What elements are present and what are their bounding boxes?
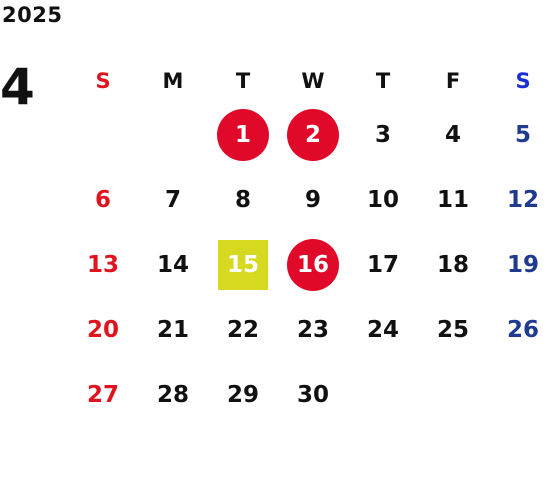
day-cell[interactable]: 23 xyxy=(278,297,348,362)
day-number: 14 xyxy=(156,251,189,278)
day-number: 16 xyxy=(296,251,329,278)
day-number: 19 xyxy=(506,251,539,278)
day-cell[interactable]: 8 xyxy=(208,167,278,232)
weekday-monday: M xyxy=(162,69,184,93)
day-number: 12 xyxy=(506,186,539,213)
day-number: 27 xyxy=(86,381,119,408)
weekday-thursday: T xyxy=(375,69,391,93)
year-label: 2025 xyxy=(2,3,63,27)
day-cell[interactable]: 25 xyxy=(418,297,488,362)
day-cell[interactable]: 11 xyxy=(418,167,488,232)
day-cell[interactable]: 14 xyxy=(138,232,208,297)
day-number: 15 xyxy=(226,251,259,278)
month-label: 4 xyxy=(0,58,35,116)
holiday-circle-marker xyxy=(287,238,339,291)
day-cell[interactable]: 24 xyxy=(348,297,418,362)
weekday-friday: F xyxy=(445,69,461,93)
day-number: 1 xyxy=(234,121,251,148)
today-square-marker xyxy=(218,239,268,290)
day-cell[interactable]: 2 xyxy=(278,102,348,167)
day-cell[interactable]: 15 xyxy=(208,232,278,297)
day-cell[interactable]: 19 xyxy=(488,232,548,297)
day-number: 13 xyxy=(86,251,119,278)
day-cell[interactable]: 28 xyxy=(138,362,208,427)
day-cell[interactable]: 20 xyxy=(68,297,138,362)
day-number: 11 xyxy=(436,186,469,213)
day-cell[interactable]: 16 xyxy=(278,232,348,297)
empty-day-cell xyxy=(138,102,208,167)
day-cell[interactable]: 12 xyxy=(488,167,548,232)
week-row: 13 14 15 16 17 18 19 xyxy=(68,232,548,297)
day-number: 7 xyxy=(164,186,181,213)
day-cell[interactable]: 10 xyxy=(348,167,418,232)
day-number: 25 xyxy=(436,316,469,343)
weekday-tuesday: T xyxy=(235,69,251,93)
day-cell[interactable]: 18 xyxy=(418,232,488,297)
weekday-wednesday: W xyxy=(301,69,325,93)
week-row: 20 21 22 23 24 25 26 xyxy=(68,297,548,362)
holiday-circle-marker xyxy=(217,108,269,161)
day-number: 17 xyxy=(366,251,399,278)
day-number: 24 xyxy=(366,316,399,343)
day-cell[interactable]: 7 xyxy=(138,167,208,232)
day-cell[interactable]: 29 xyxy=(208,362,278,427)
day-number: 30 xyxy=(296,381,329,408)
day-number: 4 xyxy=(444,121,461,148)
day-number: 22 xyxy=(226,316,259,343)
day-cell[interactable]: 5 xyxy=(488,102,548,167)
day-number: 29 xyxy=(226,381,259,408)
empty-day-cell xyxy=(488,362,548,427)
day-cell[interactable]: 17 xyxy=(348,232,418,297)
day-number: 6 xyxy=(94,186,111,213)
weekday-header-row: S M T W T F S xyxy=(68,60,548,102)
day-number: 23 xyxy=(296,316,329,343)
weekday-saturday: S xyxy=(515,69,531,93)
day-number: 26 xyxy=(506,316,539,343)
week-row: 27 28 29 30 xyxy=(68,362,548,427)
day-number: 9 xyxy=(304,186,321,213)
day-cell[interactable]: 26 xyxy=(488,297,548,362)
week-row: 6 7 8 9 10 11 12 xyxy=(68,167,548,232)
day-number: 20 xyxy=(86,316,119,343)
day-cell[interactable]: 27 xyxy=(68,362,138,427)
weekday-sunday: S xyxy=(95,69,111,93)
day-cell[interactable]: 13 xyxy=(68,232,138,297)
day-number: 21 xyxy=(156,316,189,343)
empty-day-cell xyxy=(68,102,138,167)
week-row: 1 2 3 4 5 xyxy=(68,102,548,167)
day-cell[interactable]: 9 xyxy=(278,167,348,232)
day-cell[interactable]: 4 xyxy=(418,102,488,167)
day-number: 3 xyxy=(374,121,391,148)
holiday-circle-marker xyxy=(287,108,339,161)
day-number: 2 xyxy=(304,121,321,148)
day-number: 8 xyxy=(234,186,251,213)
day-cell[interactable]: 30 xyxy=(278,362,348,427)
day-number: 10 xyxy=(366,186,399,213)
day-cell[interactable]: 22 xyxy=(208,297,278,362)
day-number: 5 xyxy=(514,121,531,148)
day-cell[interactable]: 21 xyxy=(138,297,208,362)
day-cell[interactable]: 6 xyxy=(68,167,138,232)
empty-day-cell xyxy=(348,362,418,427)
empty-day-cell xyxy=(418,362,488,427)
day-cell[interactable]: 3 xyxy=(348,102,418,167)
day-number: 28 xyxy=(156,381,189,408)
day-number: 18 xyxy=(436,251,469,278)
day-cell[interactable]: 1 xyxy=(208,102,278,167)
